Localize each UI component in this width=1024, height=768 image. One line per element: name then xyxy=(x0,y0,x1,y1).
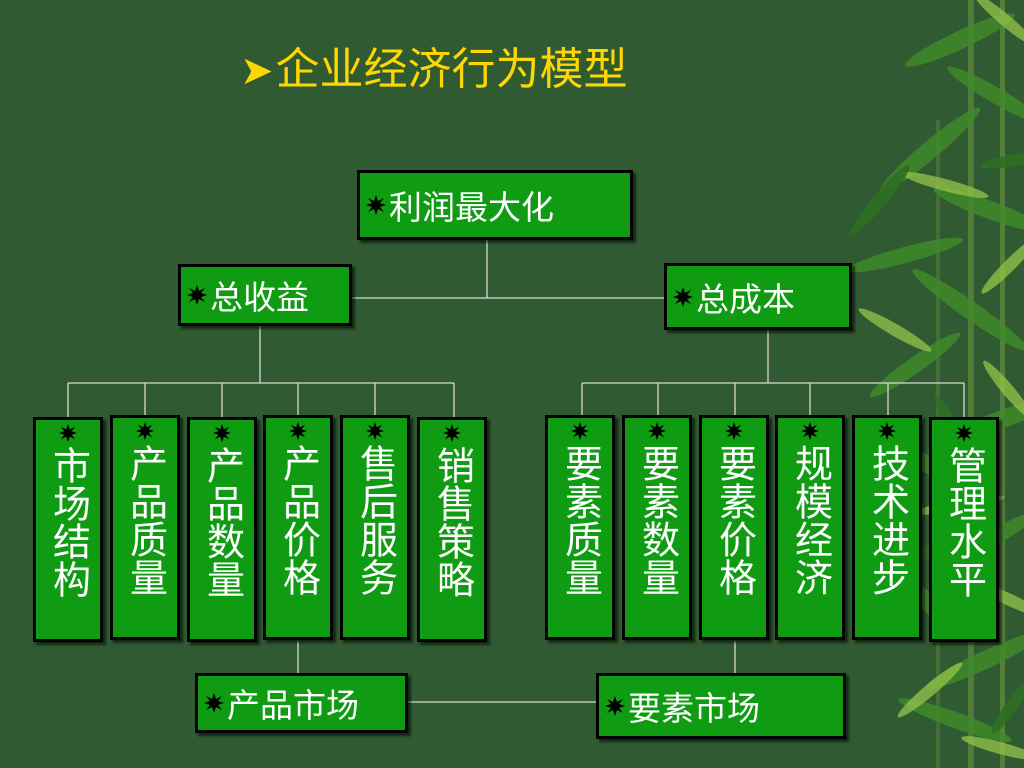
arrow-bullet-icon: ➤ xyxy=(240,48,274,94)
cost-factor-4: 规模经济 xyxy=(775,415,845,640)
node-label: 要素市场 xyxy=(628,689,760,728)
star-burst-icon xyxy=(878,422,896,440)
star-burst-icon xyxy=(136,422,154,440)
factor-label: 产品数量 xyxy=(200,446,245,598)
star-burst-icon xyxy=(59,424,77,442)
star-burst-icon xyxy=(648,422,666,440)
factor-label: 要素价格 xyxy=(712,444,757,596)
star-burst-icon xyxy=(801,422,819,440)
node-profit-maximization: 利润最大化 xyxy=(357,170,633,240)
star-burst-icon xyxy=(366,422,384,440)
star-burst-icon xyxy=(605,696,625,716)
node-label: 总收益 xyxy=(210,278,309,317)
cost-factor-1: 要素质量 xyxy=(545,415,615,640)
node-label: 产品市场 xyxy=(227,686,359,725)
factor-label: 售后服务 xyxy=(353,444,398,596)
node-product-market: 产品市场 xyxy=(195,673,408,733)
revenue-factor-5: 售后服务 xyxy=(340,415,410,640)
node-label: 总成本 xyxy=(696,279,795,319)
star-burst-icon xyxy=(187,285,207,305)
node-total-cost: 总成本 xyxy=(664,263,852,330)
node-factor-market: 要素市场 xyxy=(596,673,846,739)
star-burst-icon xyxy=(955,424,973,442)
factor-label: 产品价格 xyxy=(276,444,321,596)
factor-label: 要素数量 xyxy=(635,444,680,596)
slide-title: ➤企业经济行为模型 xyxy=(240,42,710,98)
factor-label: 技术进步 xyxy=(865,444,910,596)
star-burst-icon xyxy=(289,422,307,440)
cost-factor-3: 要素价格 xyxy=(699,415,769,640)
title-text: 企业经济行为模型 xyxy=(275,44,628,95)
cost-factor-6: 管理水平 xyxy=(929,417,999,642)
revenue-factor-6: 销售策略 xyxy=(417,417,487,642)
cost-factor-5: 技术进步 xyxy=(852,415,922,640)
factor-label: 管理水平 xyxy=(942,446,987,598)
node-label: 利润最大化 xyxy=(389,188,554,227)
star-burst-icon xyxy=(443,424,461,442)
revenue-factor-3: 产品数量 xyxy=(187,417,257,642)
cost-factor-2: 要素数量 xyxy=(622,415,692,640)
factor-label: 市场结构 xyxy=(46,446,91,598)
node-total-revenue: 总收益 xyxy=(178,264,352,326)
star-burst-icon xyxy=(673,286,693,307)
star-burst-icon xyxy=(204,693,224,713)
star-burst-icon xyxy=(725,422,743,440)
star-burst-icon xyxy=(571,422,589,440)
factor-label: 产品质量 xyxy=(123,444,168,596)
revenue-factor-4: 产品价格 xyxy=(263,415,333,640)
revenue-factor-2: 产品质量 xyxy=(110,415,180,640)
factor-label: 规模经济 xyxy=(788,444,833,596)
revenue-factor-1: 市场结构 xyxy=(33,417,103,642)
star-burst-icon xyxy=(213,424,231,442)
factor-label: 要素质量 xyxy=(558,444,603,596)
star-burst-icon xyxy=(366,195,386,215)
factor-label: 销售策略 xyxy=(430,446,475,598)
